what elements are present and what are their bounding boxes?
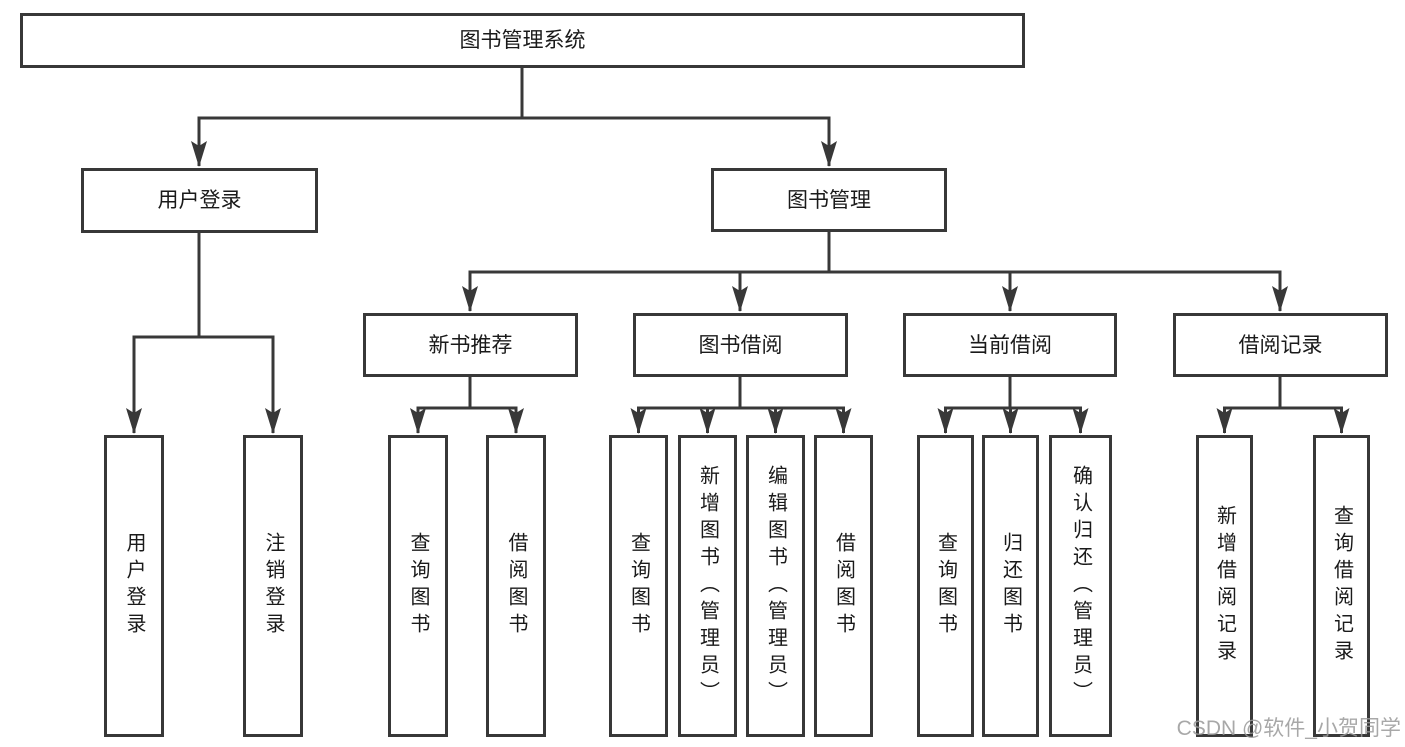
leaf-label: 查询借阅记录 <box>1330 505 1353 667</box>
leaf-label: 借阅图书 <box>505 532 527 640</box>
leaf-query-books: 查询图书 <box>609 435 668 737</box>
leaf-add-borrow-record: 新增借阅记录 <box>1196 435 1253 737</box>
node-new-book-recommend: 新书推荐 <box>363 313 578 377</box>
leaf-query-books: 查询图书 <box>917 435 974 737</box>
node-user-login: 用户登录 <box>81 168 318 233</box>
leaf-logout: 注销登录 <box>243 435 303 737</box>
node-library-system: 图书管理系统 <box>20 13 1025 68</box>
leaf-return-book: 归还图书 <box>982 435 1039 737</box>
leaf-label: 新增借阅记录 <box>1213 505 1236 667</box>
csdn-watermark: CSDN @软件_小贺同学 <box>1176 717 1401 740</box>
leaf-user-login: 用户登录 <box>104 435 164 737</box>
leaf-borrow-books: 借阅图书 <box>486 435 546 737</box>
leaf-label: 查询图书 <box>407 532 429 640</box>
leaf-borrow-books: 借阅图书 <box>814 435 873 737</box>
leaf-label: 用户登录 <box>123 532 145 640</box>
leaf-label: 查询图书 <box>627 532 650 640</box>
leaf-add-book-admin: 新增图书（管理员） <box>678 435 737 737</box>
leaf-label: 查询图书 <box>934 532 957 640</box>
leaf-query-borrow-record: 查询借阅记录 <box>1313 435 1370 737</box>
node-current-borrow: 当前借阅 <box>903 313 1117 377</box>
leaf-label: 归还图书 <box>999 532 1022 640</box>
node-book-management: 图书管理 <box>711 168 947 232</box>
leaf-label: 注销登录 <box>262 532 284 640</box>
leaf-confirm-return-admin: 确认归还（管理员） <box>1049 435 1112 737</box>
leaf-label: 借阅图书 <box>832 532 855 640</box>
node-borrow-records: 借阅记录 <box>1173 313 1388 377</box>
leaf-label: 新增图书（管理员） <box>696 464 719 708</box>
leaf-edit-book-admin: 编辑图书（管理员） <box>746 435 805 737</box>
node-book-borrow: 图书借阅 <box>633 313 848 377</box>
leaf-query-books: 查询图书 <box>388 435 448 737</box>
leaf-label: 确认归还（管理员） <box>1069 464 1092 708</box>
leaf-label: 编辑图书（管理员） <box>764 464 787 708</box>
